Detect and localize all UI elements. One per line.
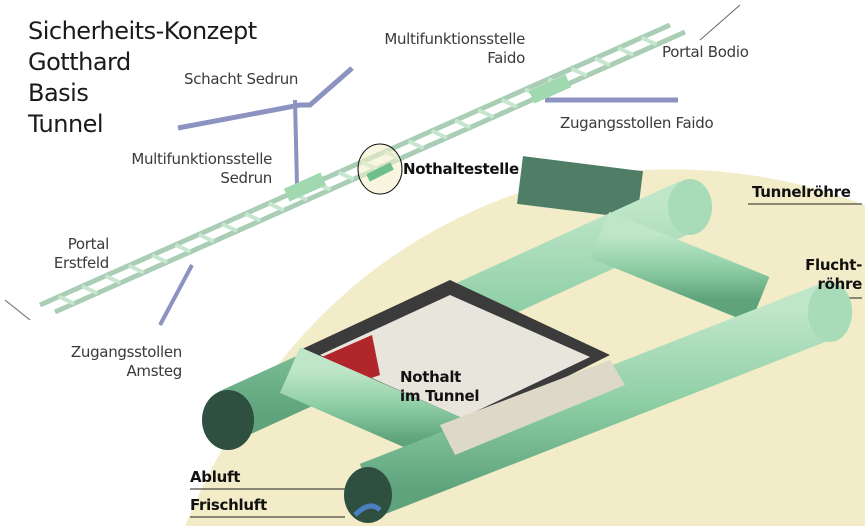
label-abluft: Abluft [190, 468, 241, 486]
cross-passage [594, 56, 611, 68]
label-line: Multifunktionsstelle [384, 30, 525, 48]
cross-passage [570, 66, 588, 78]
title-line: Basis [28, 79, 89, 107]
label-zugang-faido: Zugangsstollen Faido [560, 114, 714, 132]
cross-passage [617, 46, 635, 57]
overview-tunnel [4, 4, 741, 326]
cross-passage [267, 201, 285, 213]
cross-passage [337, 170, 355, 182]
detail-tubes [202, 156, 852, 523]
cross-passage [221, 222, 238, 233]
label-line: Nothalt [400, 368, 462, 386]
label-line: Erstfeld [53, 254, 109, 272]
title-line: Gotthard [28, 48, 131, 76]
label-tunnelroehre: Tunnelröhre [752, 183, 851, 201]
cross-passage [151, 253, 168, 264]
label-line: Faido [487, 49, 525, 67]
label-portal-erstfeld: Portal Erstfeld [30, 235, 109, 273]
label-line: Portal [67, 235, 110, 253]
label-zugang-amsteg: Zugangsstollen Amsteg [40, 343, 182, 381]
label-mfs-faido: Multifunktionsstelle Faido [330, 30, 525, 68]
label-fluchtroehre: Flucht- röhre [790, 256, 862, 294]
cross-passage [244, 211, 262, 223]
cross-passage [640, 35, 658, 47]
cross-passage [407, 139, 425, 151]
cross-passage [174, 242, 192, 254]
label-schacht-sedrun: Schacht Sedrun [184, 70, 299, 88]
title-line: Tunnel [28, 110, 104, 138]
cross-passage [104, 274, 122, 285]
cross-passage [454, 118, 472, 130]
label-line: im Tunnel [400, 387, 480, 405]
label-nothaltestelle: Nothaltestelle [403, 160, 519, 178]
diagram-title: Sicherheits-Konzept Gotthard Basis Tunne… [28, 16, 257, 140]
label-line: Sedrun [220, 169, 272, 187]
cross-passage [500, 97, 518, 109]
label-line: Multifunktionsstelle [131, 150, 272, 168]
cross-passage [58, 294, 75, 306]
label-line: Flucht- [805, 256, 862, 274]
cross-passage [81, 284, 99, 296]
label-line: röhre [817, 275, 863, 293]
label-portal-bodio: Portal Bodio [662, 43, 749, 61]
label-mfs-sedrun: Multifunktionsstelle Sedrun [80, 150, 272, 188]
cross-passage [431, 129, 448, 140]
label-frischluft: Frischluft [190, 496, 267, 514]
label-line: Amsteg [126, 362, 182, 380]
title-line: Sicherheits-Konzept [28, 17, 257, 45]
cross-passage [127, 263, 145, 275]
cross-passage [477, 108, 495, 119]
cross-passage [197, 232, 215, 244]
label-nothalt-im-tunnel: Nothalt im Tunnel [400, 368, 480, 406]
label-line: Zugangsstollen [70, 343, 182, 361]
